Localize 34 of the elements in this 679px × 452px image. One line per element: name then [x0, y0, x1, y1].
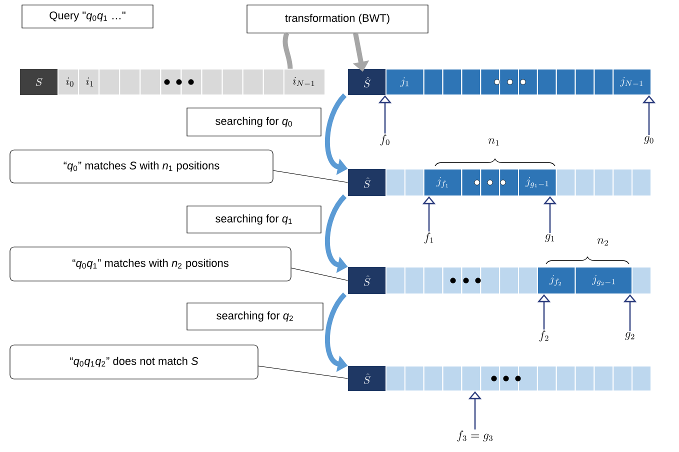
leader-line — [291, 268, 348, 281]
pointer-label: $f_3 = g_3$ — [457, 430, 492, 442]
pointer-label: $g_0$ — [644, 136, 654, 144]
cell-label: $\hat{S}$ — [364, 177, 370, 188]
cell-label: $j_{f_2}$ — [549, 275, 562, 286]
cell-label: $j_{g_2-1}$ — [592, 275, 615, 286]
cell-label: $\hat{S}$ — [364, 275, 370, 286]
pointer-label: $g_1$ — [545, 234, 554, 242]
callout-box: “q$_{0}$q$_{1}$” matches with n$_{2}$ positions — [10, 246, 292, 282]
pointer-label: $g_2$ — [625, 332, 634, 340]
text-box: searching for q$_{2}$ — [186, 302, 324, 330]
brace-label: $n_1$ — [488, 138, 499, 146]
callout-box: “q$_{0}$” matches S with n$_{1}$ positions — [10, 150, 274, 184]
cell-label: $j_1$ — [400, 77, 408, 87]
cell-label: $i_{N-1}$ — [292, 77, 314, 86]
text-box: transformation (BWT) — [246, 4, 428, 34]
cell-label: $j_{g_1-1}$ — [525, 177, 548, 188]
text-box: Query "q$_{0}$q$_{1}$ …" — [22, 4, 154, 28]
cell-label: $\hat{S}$ — [364, 373, 370, 384]
cell-label: $j_{N-1}$ — [620, 77, 643, 87]
pointer-label: $f_1$ — [424, 232, 434, 244]
pointer-label: $f_0$ — [380, 134, 390, 146]
cell-label: $i_0$ — [66, 78, 74, 87]
callout-box: “q$_{0}$q$_{1}$q$_{2}$” does not match S — [10, 344, 258, 380]
leader-line — [273, 170, 348, 183]
cell-label: $\hat{S}$ — [364, 76, 370, 88]
text-box: searching for q$_{0}$ — [186, 108, 322, 136]
text-box: searching for q$_{1}$ — [186, 206, 322, 234]
brace-label: $n_2$ — [597, 238, 608, 246]
pointer-label: $f_2$ — [539, 330, 548, 342]
leader-line — [258, 366, 348, 379]
cell-label: $i_1$ — [86, 78, 94, 86]
cell-label: $S$ — [36, 78, 42, 86]
cell-label: $j_{f_1}$ — [436, 177, 448, 188]
